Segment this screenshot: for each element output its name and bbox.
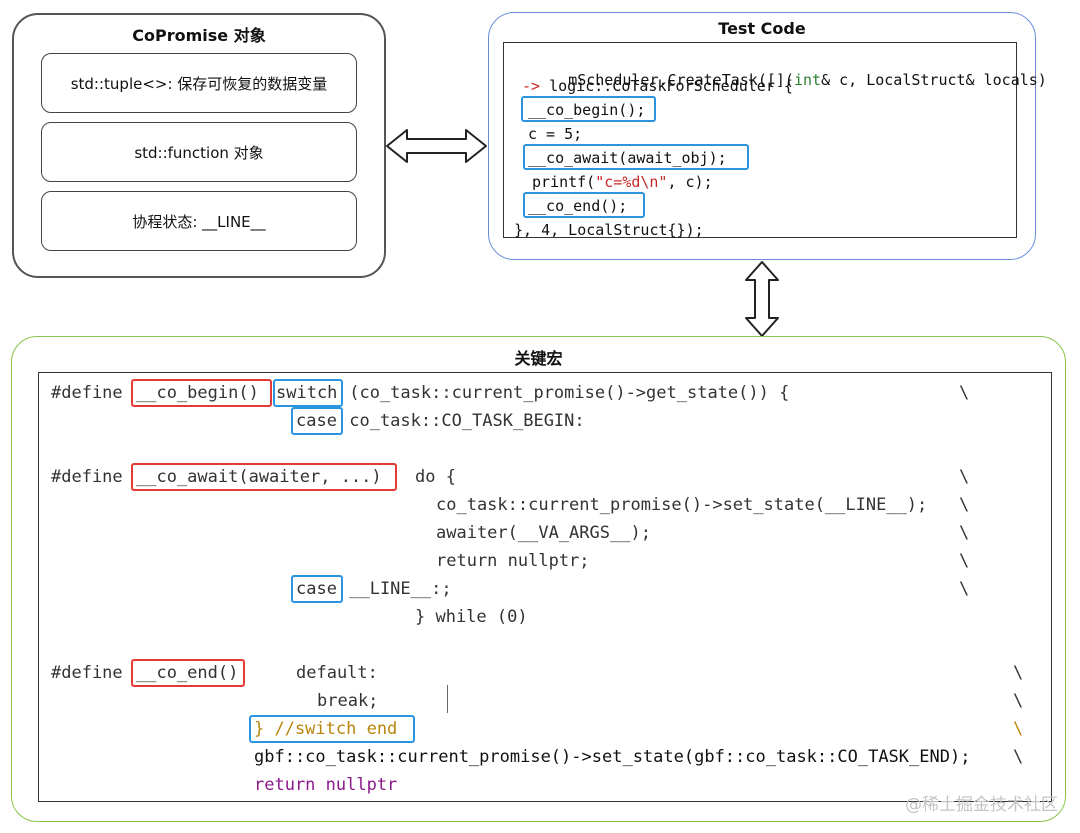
tc-co-begin-box <box>521 96 656 122</box>
end-name-box <box>131 659 245 687</box>
tuple-item: std::tuple<>: 保存可恢复的数据变量 <box>41 53 357 113</box>
tc-line-7: __co_end(); <box>528 197 627 215</box>
tc-co-await: __co_await(await_obj); <box>528 149 727 167</box>
tc-line-8: }, 4, LocalStruct{}); <box>514 221 704 239</box>
tc-co-await-box <box>523 144 749 170</box>
await-macro-name: __co_await(awaiter, ...) <box>136 467 382 487</box>
tc-co-end: __co_end(); <box>528 197 628 215</box>
end-default: default: <box>296 663 378 683</box>
await-case-box <box>291 575 343 603</box>
await-case-rest: __LINE__:; <box>339 579 452 599</box>
end-switch-end-box <box>249 715 415 743</box>
begin-switch-box <box>273 379 343 407</box>
tc-line-4: c = 5; <box>528 125 582 143</box>
backslash-3: \ <box>959 495 970 515</box>
state-item-label: 协程状态: __LINE__ <box>132 212 266 231</box>
tc-co-begin: __co_begin(); <box>528 101 646 119</box>
tc-printf-post: , c); <box>667 173 713 191</box>
tc-line-1-text: mScheduler.CreateTask([](int& c, LocalSt… <box>568 71 1047 89</box>
tc-arrow: -> <box>522 77 541 95</box>
end-set-state: gbf::co_task::current_promise()->set_sta… <box>254 747 971 767</box>
define-await: #define <box>51 467 123 487</box>
test-code-title: Test Code <box>718 19 806 38</box>
function-item-label: std::function 对象 <box>134 143 264 162</box>
double-arrow-horizontal <box>386 129 487 163</box>
tc-line-6: printf("c=%d\n", c); <box>532 173 713 191</box>
end-macro-name: __co_end() <box>136 663 239 683</box>
tc-co-end-box <box>523 192 645 218</box>
test-code-panel: Test Code mScheduler.CreateTask([](int& … <box>488 12 1047 260</box>
tc-line-2-rest: logic::CoTaskForScheduler { <box>540 77 793 95</box>
end-return: return nullptr <box>254 775 398 795</box>
tc-line-5: __co_await(await_obj); <box>528 149 727 167</box>
backslash-6: \ <box>959 579 970 599</box>
backslash-10: \ <box>1013 747 1024 767</box>
await-awaiter-call: awaiter(__VA_ARGS__); <box>436 523 651 543</box>
tc-line-2: -> logic::CoTaskForScheduler { <box>522 77 793 95</box>
await-name-box <box>131 463 397 491</box>
test-code-block: mScheduler.CreateTask([](int& c, LocalSt… <box>503 42 1047 239</box>
macros-code-block: #define __co_begin() switch (co_task::cu… <box>38 372 1052 802</box>
backslash-5: \ <box>959 551 970 571</box>
tc-line-8-text: }, 4, LocalStruct{}); <box>514 221 704 239</box>
await-set-state: co_task::current_promise()->set_state(__… <box>436 495 928 515</box>
copromise-title: CoPromise 对象 <box>132 26 266 45</box>
backslash-1: \ <box>959 383 970 403</box>
backslash-2: \ <box>959 467 970 487</box>
backslash-8: \ <box>1013 691 1024 711</box>
macros-title: 关键宏 <box>514 349 563 368</box>
backslash-7: \ <box>1013 663 1024 683</box>
await-do: do { <box>415 467 456 487</box>
await-case-keyword: case <box>296 579 337 599</box>
function-item: std::function 对象 <box>41 122 357 182</box>
backslash-4: \ <box>959 523 970 543</box>
begin-case-box <box>291 407 343 435</box>
double-arrow-vertical <box>745 261 779 337</box>
state-item: 协程状态: __LINE__ <box>41 191 357 251</box>
cursor-bar <box>447 685 448 713</box>
tc-line-1: mScheduler.CreateTask([](int& c, LocalSt… <box>514 53 1047 107</box>
await-while: } while (0) <box>415 607 528 627</box>
macros-panel: 关键宏 #define __co_begin() switch (co_task… <box>11 336 1066 822</box>
tc-line-3: __co_begin(); <box>528 101 645 119</box>
copromise-panel: CoPromise 对象 std::tuple<>: 保存可恢复的数据变量 st… <box>12 13 386 278</box>
tc-assign: c = 5; <box>528 125 583 143</box>
define-begin: #define <box>51 383 123 403</box>
tc-int-keyword: int <box>793 71 822 89</box>
backslash-9: \ <box>1013 719 1024 739</box>
await-return: return nullptr; <box>436 551 590 571</box>
begin-macro-name: __co_begin() <box>136 383 259 403</box>
tc-printf-str: "c=%d\n" <box>595 173 668 191</box>
define-end: #define <box>51 663 123 683</box>
tc-printf-pre: printf( <box>532 173 596 191</box>
begin-switch-rest: (co_task::current_promise()->get_state()… <box>339 383 790 403</box>
tuple-item-label: std::tuple<>: 保存可恢复的数据变量 <box>70 74 328 93</box>
watermark: @稀土掘金技术社区 <box>905 795 1058 815</box>
begin-name-box <box>131 379 272 407</box>
begin-case-keyword: case <box>296 411 337 431</box>
begin-case-rest: co_task::CO_TASK_BEGIN: <box>339 411 585 431</box>
begin-switch-keyword: switch <box>276 383 338 403</box>
end-break: break; <box>317 691 379 711</box>
end-switch-end: } //switch end <box>254 719 398 739</box>
